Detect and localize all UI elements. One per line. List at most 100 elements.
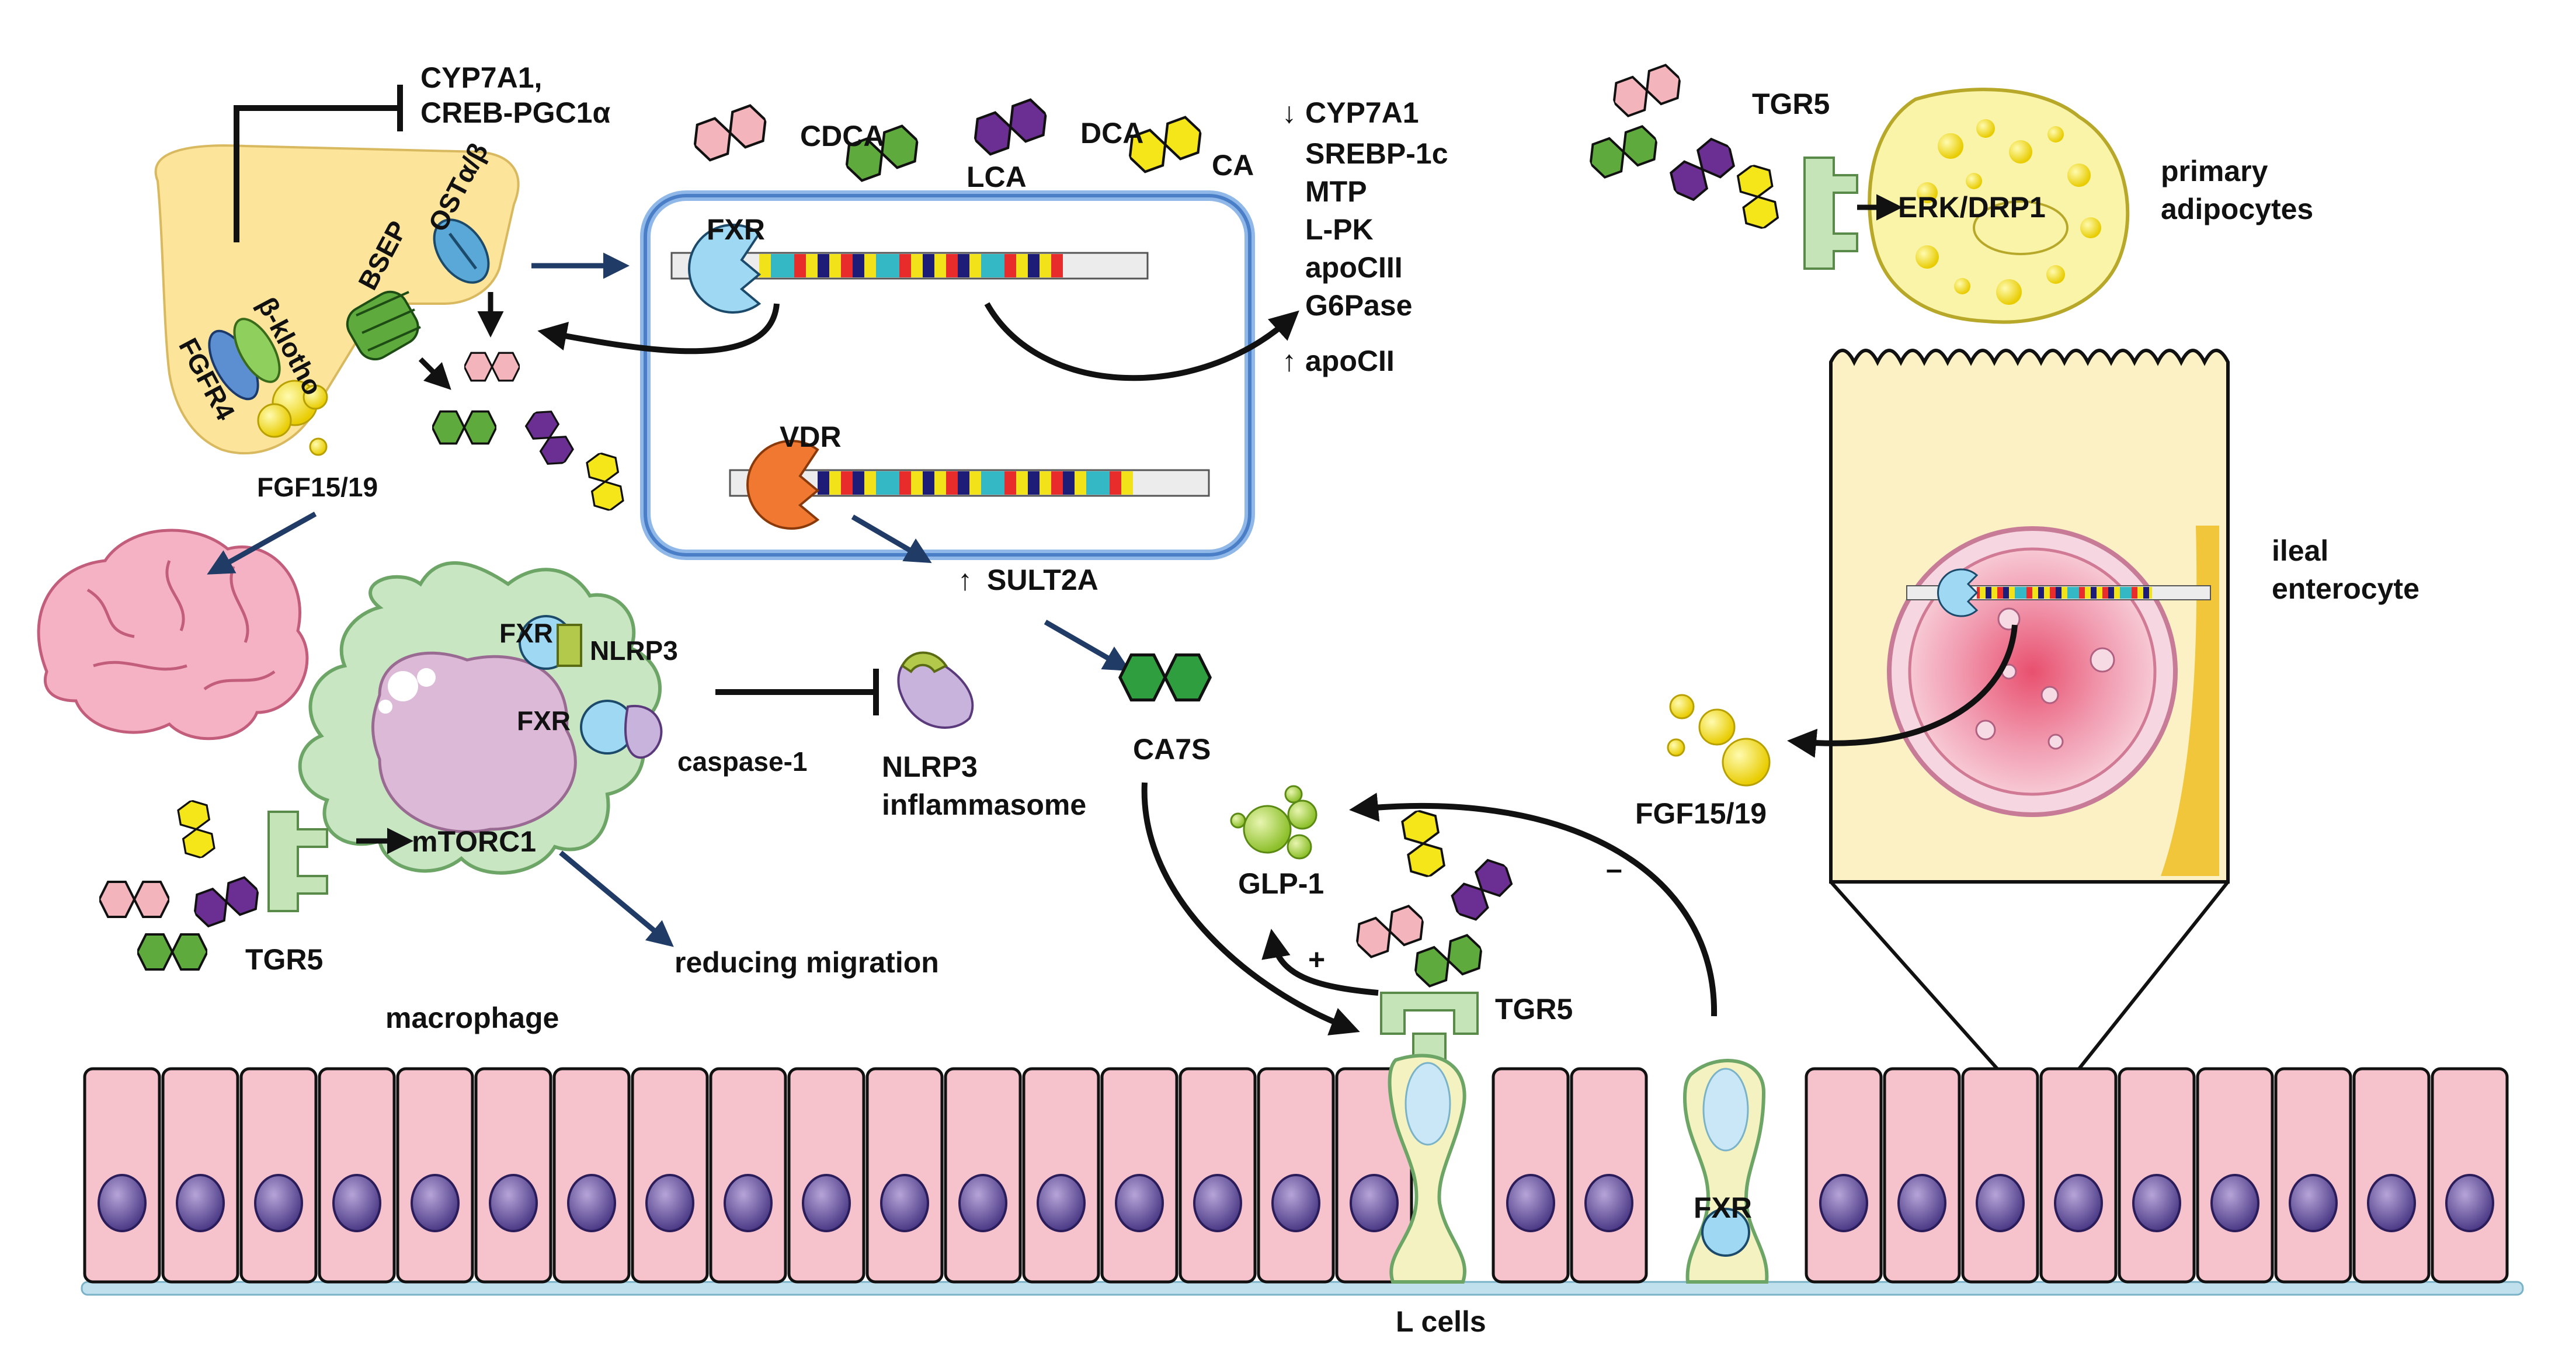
gene-apociii: apoCIII [1305,251,1403,284]
epithelial-nucleus [645,1174,694,1232]
lcell-fxr-label: FXR [1694,1191,1752,1224]
sult2a-ca7s-arrow [1044,620,1131,671]
epithelial-nucleus [2054,1174,2103,1232]
epithelial-nucleus [1506,1174,1555,1232]
adipocytes-label-1: primary [2161,155,2268,187]
brain-icon [37,529,309,741]
gene-list: ↓ CYP7A1 SREBP-1c MTP L-PK apoCIII G6Pas… [1282,96,1448,377]
macrophage-fxr-nlrp3 [519,615,582,670]
epithelial-nucleus [2445,1174,2494,1232]
macrophage-nlrp3-label: NLRP3 [590,635,678,666]
gene-mtp: MTP [1305,175,1367,208]
macrophage-label: macrophage [385,1002,559,1034]
mtorc1-label: mTORC1 [412,825,536,858]
enterocyte-label-1: ileal [2272,534,2328,567]
cyp7a1-label: CYP7A1, [420,61,542,94]
adipocytes-label-2: adipocytes [2161,193,2313,225]
epithelial-nucleus [2367,1174,2416,1232]
lca-label: LCA [967,161,1027,193]
gut-bile-acids [1350,807,1519,990]
fgf-to-brain-arrow [207,512,317,575]
epithelial-nucleus [1897,1174,1946,1232]
gene-srebp: SREBP-1c [1305,137,1448,170]
fxr-dna-strand [670,252,1149,280]
adipocyte-tgr5-receptor [1803,157,1858,270]
epithelial-nucleus [98,1174,147,1232]
ca-label: CA [1212,149,1254,182]
fgfr4-receptor [208,318,281,401]
gene-apocii: apoCII [1305,345,1395,377]
macrophage-tgr5-label: TGR5 [245,943,323,976]
vdr-sult2a-arrow [851,515,932,564]
fxr-glp1-inhibit-arrow [1349,793,1718,1017]
gene-cyp7a1: CYP7A1 [1305,96,1419,129]
bile-acids-liver [432,352,625,514]
enterocyte-label-2: enterocyte [2272,572,2419,605]
ca7s-label: CA7S [1133,733,1211,766]
lcells-label: L cells [1396,1305,1486,1338]
epithelial-nucleus [254,1174,303,1232]
epithelial-nucleus [567,1174,616,1232]
epithelial-nucleus [1819,1174,1868,1232]
plus-sign: + [1308,943,1325,976]
epithelial-nucleus [332,1174,381,1232]
vdr-receptor [746,440,820,530]
gut-tgr5-label: TGR5 [1495,993,1573,1026]
reducing-migration-label: reducing migration [675,946,939,979]
epithelial-nucleus [1193,1174,1242,1232]
ost-transporter [433,218,490,284]
zoom-line-right [2077,881,2230,1070]
glp1-label: GLP-1 [1238,867,1324,900]
up-arrow-sult2a: ↑ [958,564,972,596]
bsep-efflux-arrow [418,357,451,390]
epithelial-nucleus [724,1174,773,1232]
epithelial-nucleus [1350,1174,1399,1232]
epithelial-nucleus [2210,1174,2259,1232]
vdr-label: VDR [780,420,842,453]
fxr-feedback-arrow [537,303,780,354]
intestinal-epithelium [81,1067,2524,1296]
fxr-gene-arrow [984,302,1299,381]
ca7s-molecule [1120,655,1210,700]
down-arrow: ↓ [1282,96,1296,129]
enterocyte-fgf-balls [1667,694,1771,787]
bsep-transporter [346,290,421,361]
l-cell-1 [1388,1054,1467,1284]
epithelial-nucleus [176,1174,225,1232]
adipocyte-bile-acids [1583,61,1781,232]
adipocyte-tgr5-label: TGR5 [1752,88,1830,120]
ca7s-to-tgr5-arrow [1141,782,1360,1035]
epithelial-nucleus [1271,1174,1320,1232]
macrophage-fxr1-label: FXR [499,618,553,648]
creb-pgc1a-label: CREB-PGC1α [420,96,610,129]
epithelial-nucleus [411,1174,460,1232]
tgr5-glp1-arrow [1261,929,1379,996]
cdca-label: CDCA [800,120,884,152]
macrophage-bile-acids [99,797,265,971]
l-cell-2 [1682,1059,1769,1284]
sult2a-label: SULT2A [987,564,1098,596]
enterocyte-nucleus [1887,526,2211,817]
epithelial-nucleus [1976,1174,2025,1232]
epithelial-nucleus [489,1174,538,1232]
erk-label: ERK/DRP1 [1898,191,2046,224]
up-arrow: ↑ [1282,345,1296,377]
epithelial-nucleus [1115,1174,1164,1232]
migration-arrow [559,850,674,947]
gene-lpk: L-PK [1305,213,1374,246]
epithelial-nucleus [2289,1174,2338,1232]
inflammasome-label-1: NLRP3 [882,750,978,783]
minus-sign: – [1606,853,1622,885]
macrophage-tgr5-receptor [267,811,328,912]
enterocyte-fgf-arrow [1787,624,2018,758]
liver-fgf-label: FGF15/19 [257,472,378,502]
fxr-receptor [688,224,762,314]
macrophage-fxr-caspase [580,700,663,759]
caspase-label: caspase-1 [677,746,808,777]
liver-inhibition-line [234,85,403,242]
epithelial-nucleus [1037,1174,1086,1232]
adipocyte-cell [1868,88,2130,324]
nlrp3-inflammasome-icon [897,651,974,729]
gut-tgr5-receptor [1380,992,1479,1061]
